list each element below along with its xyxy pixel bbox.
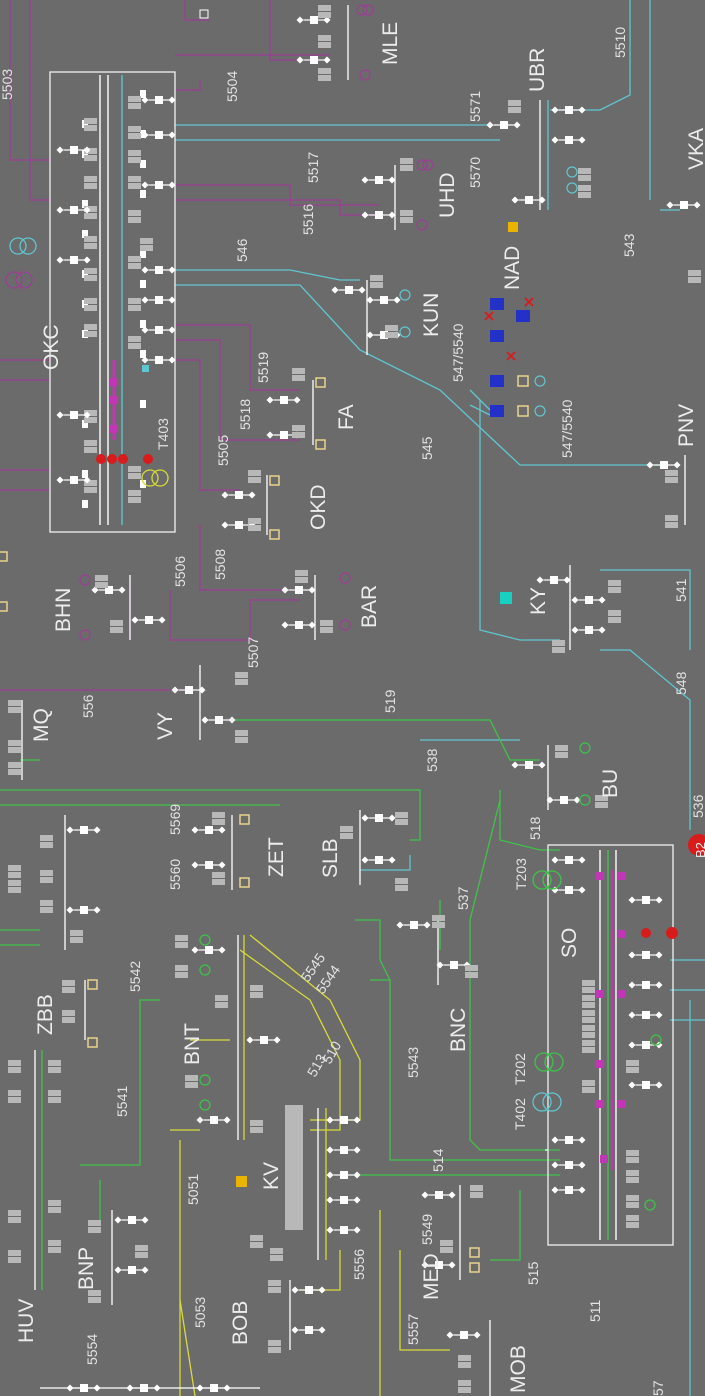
station-med: MED [420, 1253, 443, 1300]
line-5508: 5508 [212, 549, 228, 580]
line-536: 536 [690, 794, 705, 818]
line-5051: 5051 [185, 1174, 201, 1205]
line-538: 538 [424, 748, 440, 772]
line-5503: 5503 [0, 69, 15, 100]
line-515: 515 [525, 1261, 541, 1285]
line-5560: 5560 [167, 859, 183, 890]
station-ky: KY [527, 587, 550, 615]
station-ubr: UBR [526, 48, 549, 92]
line-545: 545 [419, 436, 435, 460]
line-5518: 5518 [237, 399, 253, 430]
line-t402: T402 [512, 1098, 528, 1130]
station-slb: SLB [319, 838, 342, 878]
station-huv: HUV [15, 1299, 38, 1343]
station-so: SO [558, 928, 581, 958]
station-vka: VKA [685, 128, 705, 170]
line-518: 518 [527, 816, 543, 840]
station-pnv: PNV [675, 404, 698, 447]
line-537: 537 [455, 886, 471, 910]
station-bnt: BNT [181, 1023, 204, 1065]
line-511: 511 [587, 1299, 603, 1322]
line-547-5540-a: 547/5540 [450, 323, 466, 382]
line-5543: 5543 [405, 1047, 421, 1078]
station-labels: OKC MLE UBR UHD KUN NAD FA OKD PNV BHN B… [15, 22, 705, 1393]
line-546: 546 [234, 238, 250, 262]
okc-substation [5, 75, 177, 525]
station-kv: KV [260, 1162, 283, 1190]
station-okd: OKD [307, 484, 330, 530]
line-5549: 5549 [419, 1214, 435, 1245]
station-nad: NAD [501, 246, 524, 290]
station-bhn: BHN [52, 588, 75, 632]
line-5557: 5557 [405, 1314, 421, 1345]
station-b2: B2 [693, 842, 705, 858]
line-541: 541 [673, 578, 689, 602]
small-substations [0, 4, 702, 1396]
line-5554: 5554 [84, 1334, 100, 1365]
line-5507: 5507 [245, 637, 261, 668]
line-5053: 5053 [192, 1297, 208, 1328]
line-5570: 5570 [467, 157, 483, 188]
line-5569: 5569 [167, 804, 183, 835]
station-bu: BU [599, 769, 622, 798]
line-548: 548 [673, 671, 689, 695]
line-t202: T202 [512, 1053, 528, 1085]
line-547-5540-b: 547/5540 [559, 399, 575, 458]
station-bar: BAR [358, 585, 381, 628]
station-mob: MOB [507, 1345, 530, 1393]
station-vy: VY [154, 712, 177, 740]
line-519: 519 [382, 689, 398, 713]
line-labels: 5503 5504 5571 5510 5517 5570 5516 546 5… [0, 27, 705, 1396]
line-57: 57 [650, 1380, 666, 1396]
line-5506: 5506 [172, 556, 188, 587]
station-bnc: BNC [447, 1008, 470, 1052]
line-5541: 5541 [114, 1086, 130, 1117]
station-uhd: UHD [436, 173, 459, 219]
line-5542: 5542 [127, 961, 143, 992]
line-5504: 5504 [224, 71, 240, 102]
line-t403: T403 [155, 418, 171, 450]
line-5505: 5505 [215, 435, 231, 466]
line-5510: 5510 [612, 27, 628, 58]
line-5519: 5519 [255, 352, 271, 383]
line-t203: T203 [513, 858, 529, 890]
station-fa: FA [335, 404, 358, 430]
so-substation [532, 834, 705, 1240]
station-kun: KUN [420, 293, 443, 337]
line-556: 556 [80, 694, 96, 718]
station-frames [49, 71, 674, 1246]
station-bob: BOB [229, 1301, 252, 1345]
line-5517: 5517 [305, 152, 321, 183]
line-5516: 5516 [300, 204, 316, 235]
station-mq: MQ [30, 708, 53, 742]
station-okc: OKC [40, 324, 63, 370]
line-5571: 5571 [467, 91, 483, 122]
station-zbb: ZBB [34, 994, 57, 1035]
line-543: 543 [621, 233, 637, 257]
line-5556: 5556 [351, 1249, 367, 1280]
line-514: 514 [430, 1148, 446, 1172]
station-mle: MLE [379, 22, 402, 65]
station-zet: ZET [265, 837, 288, 877]
station-bnp: BNP [75, 1247, 98, 1290]
